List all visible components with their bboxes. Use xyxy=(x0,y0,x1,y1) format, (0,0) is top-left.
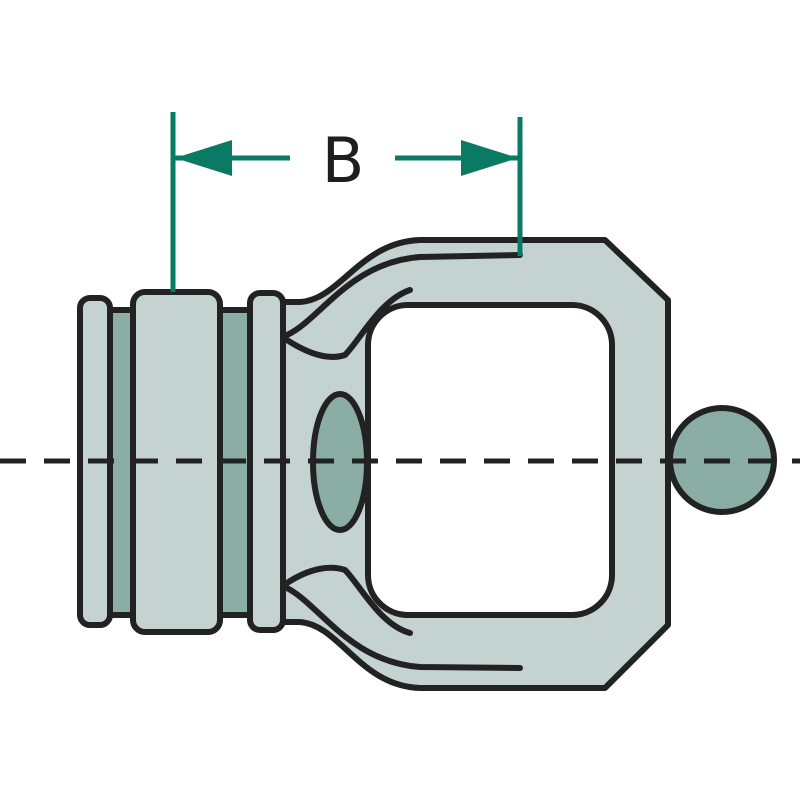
yoke-contour-top-inner xyxy=(284,287,413,360)
yoke-contour-top xyxy=(284,252,523,338)
yoke-contour-bottom xyxy=(284,585,523,671)
arrowhead-left-icon xyxy=(175,140,232,176)
dimension-label: B xyxy=(322,124,365,197)
arrowhead-right-icon xyxy=(461,140,518,176)
yoke-contour-bottom-inner xyxy=(284,564,413,636)
